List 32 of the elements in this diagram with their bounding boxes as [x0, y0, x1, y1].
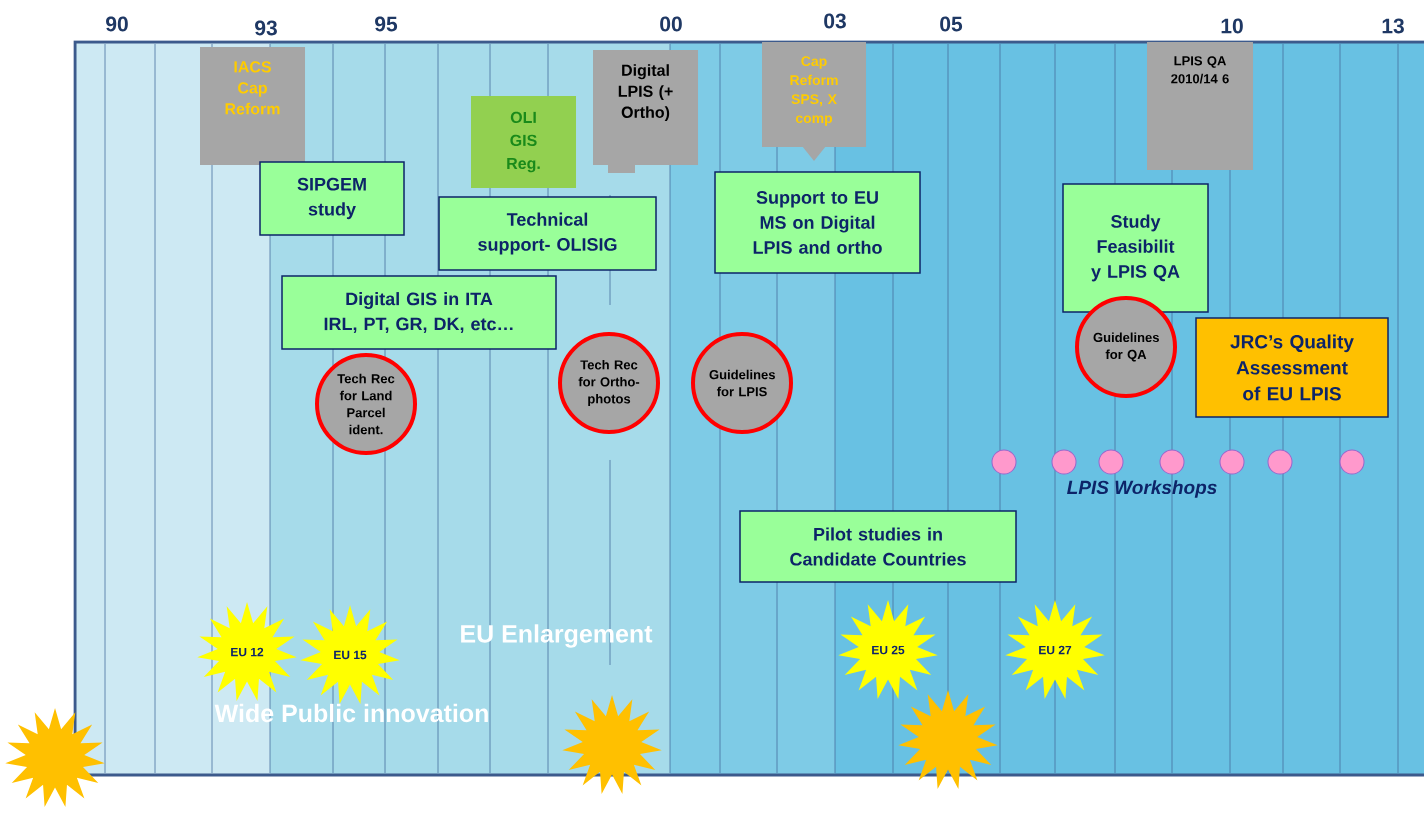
activity-box: SIPGEM study: [259, 161, 405, 236]
starburst: EU 12: [197, 602, 297, 701]
activity-box: Support to EU MS on Digital LPIS and ortho: [714, 171, 921, 274]
workshop-dot: [1339, 449, 1365, 475]
year-label: 95: [375, 16, 398, 32]
workshop-dot: [991, 449, 1017, 475]
highlight-box: JRC’s Quality Assessment of EU LPIS: [1195, 317, 1389, 418]
workshop-dot: [1159, 449, 1185, 475]
starburst: [562, 695, 662, 794]
callout-box: IACS Cap Reform: [200, 47, 305, 165]
activity-box: Pilot studies in Candidate Countries: [739, 510, 1017, 583]
activity-box: Study Feasibilit y LPIS QA: [1062, 183, 1209, 313]
callout-box: OLI GIS Reg.: [471, 96, 576, 188]
year-label: 13: [1382, 18, 1404, 34]
starburst: EU 27: [1005, 600, 1105, 699]
activity-box: Digital GIS in ITA IRL, PT, GR, DK, etc…: [281, 275, 557, 350]
workshop-dot: [1219, 449, 1245, 475]
year-label: 05: [940, 16, 963, 32]
callout-box: LPIS QA 2010/14 6: [1147, 42, 1253, 170]
caption-text: EU Enlargement: [461, 624, 653, 648]
starburst: EU 25: [838, 600, 938, 699]
year-label: 90: [106, 16, 128, 32]
callout-box: Digital LPIS (+ Ortho): [593, 50, 698, 173]
activity-box: Technical support- OLISIG: [438, 196, 657, 271]
starburst: EU 15: [300, 605, 400, 704]
starburst: [5, 708, 105, 807]
workshop-dot: [1051, 449, 1077, 475]
callout-box: Cap Reform SPS, X comp: [762, 42, 866, 161]
workshop-dot: [1267, 449, 1293, 475]
caption-text: LPIS Workshops: [1067, 480, 1217, 498]
starburst: [898, 690, 998, 789]
workshop-dot: [1098, 449, 1124, 475]
